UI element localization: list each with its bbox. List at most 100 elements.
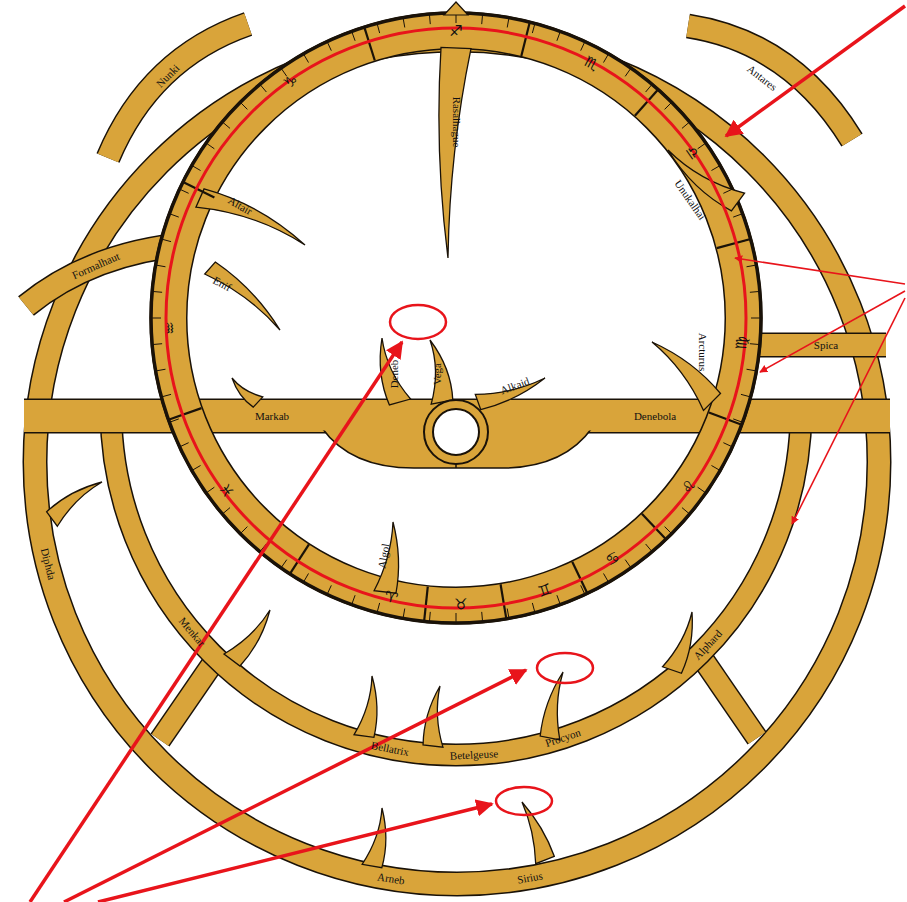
strut-outline xyxy=(700,655,757,738)
zodiac-sign: ♐ xyxy=(449,23,462,38)
tick xyxy=(532,23,535,33)
tick xyxy=(240,527,247,534)
sign-division xyxy=(642,514,666,539)
star-name: Betelgeuse xyxy=(450,748,499,762)
star-pointer xyxy=(205,262,280,330)
tick xyxy=(260,84,266,92)
star-name: Algol xyxy=(376,543,391,570)
star-name: Denebola xyxy=(634,411,676,422)
pointer-arrow xyxy=(792,298,905,524)
star-name: Nunki xyxy=(154,62,181,89)
tick xyxy=(161,394,171,397)
tick xyxy=(156,369,166,371)
annotations xyxy=(30,6,905,902)
star-name: Alkaid xyxy=(499,376,531,397)
star-arm-outline xyxy=(688,26,852,140)
star-pointer xyxy=(374,522,399,593)
star-name: Arneb xyxy=(377,871,406,886)
star-arm xyxy=(752,334,886,356)
tick xyxy=(161,239,171,242)
zodiac-sign: ♊ xyxy=(536,582,553,600)
star-pointer xyxy=(430,340,453,404)
star-pointer xyxy=(362,808,386,868)
tick xyxy=(352,595,355,604)
sign-division xyxy=(501,584,507,619)
star-pointer xyxy=(47,482,102,526)
tick xyxy=(152,291,162,293)
ecliptic-rim xyxy=(151,13,761,623)
tick xyxy=(240,102,247,109)
tick xyxy=(507,18,509,28)
pointer-arrow xyxy=(726,6,905,136)
ecliptic-ticks xyxy=(151,13,761,623)
tick xyxy=(581,42,585,51)
tick xyxy=(304,573,309,582)
tick xyxy=(281,560,287,568)
pointer-arrow xyxy=(98,804,492,902)
star-name: Unukalhai xyxy=(672,178,707,222)
tick xyxy=(152,343,162,345)
star-name: Antares xyxy=(745,63,779,93)
tick xyxy=(665,527,672,534)
tick xyxy=(156,265,166,267)
tick xyxy=(304,54,309,63)
tick xyxy=(604,54,609,63)
highlight-ellipse xyxy=(496,787,552,815)
tick xyxy=(403,609,405,619)
star-arm-outline xyxy=(752,333,886,358)
tick xyxy=(682,122,690,128)
star-arm xyxy=(688,26,852,140)
tick xyxy=(723,189,732,193)
tick xyxy=(192,466,201,471)
strut xyxy=(160,660,215,740)
tick xyxy=(456,613,457,623)
sign-division xyxy=(717,239,751,248)
zodiac-sign: ♓ xyxy=(216,481,236,501)
tick xyxy=(206,487,214,493)
highlight-ellipse xyxy=(537,653,593,683)
tick xyxy=(429,612,431,622)
tick xyxy=(750,291,760,293)
tick xyxy=(481,612,483,622)
sign-division xyxy=(424,587,428,622)
top-pointer xyxy=(444,2,468,15)
tick xyxy=(733,214,742,217)
tick xyxy=(557,595,560,604)
tick xyxy=(206,143,214,149)
tick xyxy=(169,214,178,217)
star-name: Arcturus xyxy=(697,333,708,372)
tick xyxy=(665,102,672,109)
tick xyxy=(747,265,757,267)
star-name: Spica xyxy=(814,340,838,351)
zodiac-sign: ♒ xyxy=(161,321,176,335)
tick xyxy=(646,84,652,92)
star-pointer xyxy=(380,338,410,405)
pointer-arrow xyxy=(64,670,526,902)
star-name: Menkar xyxy=(176,615,206,648)
tick xyxy=(604,573,609,582)
star-pointer xyxy=(652,342,720,410)
star-name: Diphda xyxy=(38,547,57,581)
pointer-arrow xyxy=(30,342,402,902)
tick xyxy=(507,609,509,619)
outer-ring-outline xyxy=(35,40,879,884)
outer-ring xyxy=(35,40,879,884)
tick xyxy=(711,466,720,471)
highlight-ring xyxy=(166,28,746,608)
zodiac-sign: ♉ xyxy=(454,598,468,613)
star-pointer xyxy=(232,378,263,407)
zodiac-sign: ♈ xyxy=(383,589,399,607)
star-pointers xyxy=(47,47,745,867)
star-name: Alphard xyxy=(692,628,725,662)
strut-outline xyxy=(160,660,215,740)
tick xyxy=(327,585,331,594)
tick xyxy=(646,544,652,552)
tick xyxy=(698,143,706,149)
star-pointer xyxy=(224,610,270,666)
pointer-arrow xyxy=(760,291,905,372)
tick xyxy=(625,68,631,76)
star-pointer xyxy=(439,47,471,258)
tick xyxy=(747,369,757,371)
star-name: Altair xyxy=(226,195,254,217)
